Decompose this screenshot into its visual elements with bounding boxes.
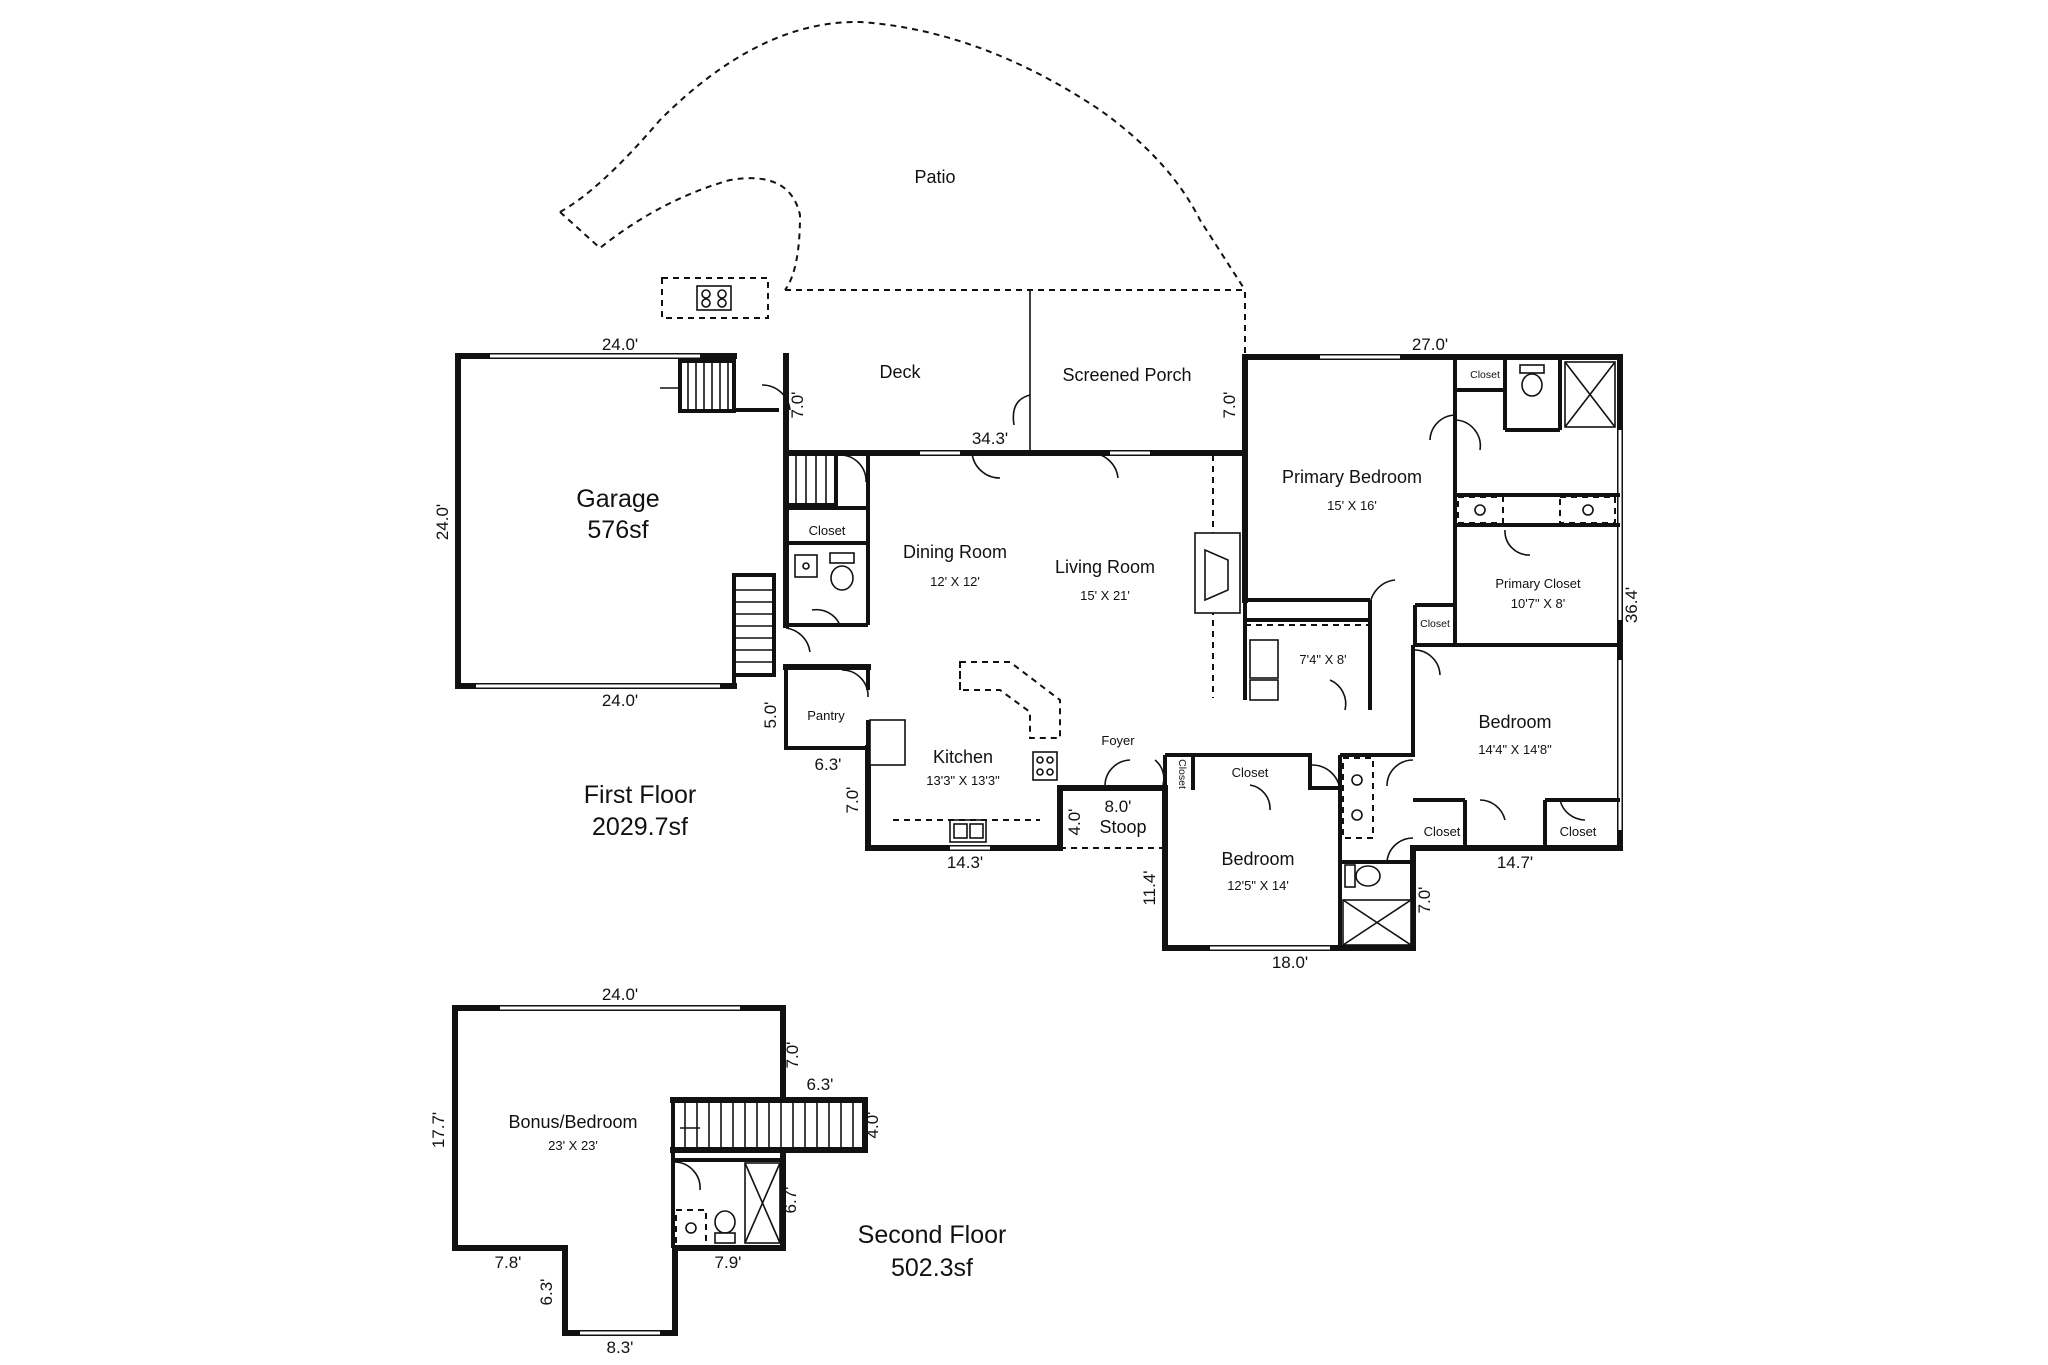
kitchen-size: 13'3" X 13'3" <box>926 773 1000 788</box>
living-room-size: 15' X 21' <box>1080 588 1130 603</box>
pantry-label: Pantry <box>807 708 845 723</box>
dim-bonus-notch: 7.0' <box>783 1042 802 1069</box>
bonus-label: Bonus/Bedroom <box>508 1112 637 1132</box>
sink-icon <box>685 1222 697 1234</box>
closet-label: Closet <box>1470 369 1500 381</box>
toilet-icon <box>1519 364 1545 397</box>
toilet-icon <box>829 552 855 591</box>
bedroom-south-size: 12'5" X 14' <box>1227 878 1289 893</box>
fridge-icon <box>869 719 906 766</box>
dim-stoop-depth: 4.0' <box>1065 809 1084 836</box>
grill-icon <box>696 285 732 311</box>
dining-room-size: 12' X 12' <box>930 574 980 589</box>
dim-kitchen-side: 7.0' <box>843 787 862 814</box>
primary-bedroom-label: Primary Bedroom <box>1282 467 1422 487</box>
primary-bedroom-size: 15' X 16' <box>1327 498 1377 513</box>
garage-area: 576sf <box>587 516 648 544</box>
kitchen-label: Kitchen <box>933 747 993 767</box>
dim-wing-top: 27.0' <box>1412 335 1448 354</box>
fixtures <box>794 361 1616 946</box>
patio-label: Patio <box>914 167 955 187</box>
bedroom-east-label: Bedroom <box>1478 712 1551 732</box>
dim-bonus-bottom-left: 7.8' <box>495 1253 522 1272</box>
dim-bonus-top: 24.0' <box>602 985 638 1004</box>
second-floor-walls <box>452 1005 868 1336</box>
dining-room-label: Dining Room <box>903 542 1007 562</box>
dim-kitchen-bottom: 14.3' <box>947 853 983 872</box>
toilet-icon <box>1344 864 1381 888</box>
living-room-label: Living Room <box>1055 557 1155 577</box>
foyer-label: Foyer <box>1101 733 1135 748</box>
garage-label: Garage <box>576 485 659 513</box>
garage-stairs <box>660 359 838 677</box>
dim-bath2-side: 6.7' <box>781 1187 800 1214</box>
dim-pantry-side: 5.0' <box>761 702 780 729</box>
primary-closet-label: Primary Closet <box>1495 576 1581 591</box>
dim-bonus-side: 17.7' <box>429 1112 448 1148</box>
dim-garage-bottom: 24.0' <box>602 691 638 710</box>
patio-area <box>559 20 1246 319</box>
dim-wing-side: 36.4' <box>1622 587 1641 623</box>
closet-label: Closet <box>1176 759 1188 789</box>
doors <box>761 384 1586 863</box>
closet-label: Closet <box>809 523 846 538</box>
dim-bonus-bottom: 8.3' <box>607 1338 634 1357</box>
sink-icon <box>1342 757 1374 839</box>
kitchen-sink-icon <box>949 819 987 843</box>
dim-pantry-bottom: 6.3' <box>815 755 842 774</box>
dim-bath-side: 7.0' <box>1415 887 1434 914</box>
dim-stair-top: 6.3' <box>807 1075 834 1094</box>
dimensions: 24.0' 24.0' 24.0' 7.0' 7.0' 34.3' 27.0' … <box>429 335 1641 1357</box>
sink-icon <box>1457 496 1504 524</box>
shower-icon <box>1564 361 1616 428</box>
dim-garage-side: 24.0' <box>433 504 452 540</box>
dim-stair-end: 4.0' <box>863 1112 882 1139</box>
sink-icon <box>794 554 818 578</box>
dim-bonus-lower-side: 6.3' <box>537 1279 556 1306</box>
primary-closet-size: 10'7" X 8' <box>1511 596 1565 611</box>
deck-label: Deck <box>879 362 921 382</box>
labels: Patio Deck Screened Porch Garage 576sf F… <box>508 167 1596 1282</box>
first-floor-walls <box>455 353 1623 951</box>
stoop-label: Stoop <box>1099 817 1146 837</box>
closet-label: Closet <box>1420 618 1450 630</box>
dim-deck-side: 7.0' <box>788 392 807 419</box>
shower-icon <box>1342 899 1412 946</box>
second-floor-label: Second Floor <box>858 1221 1007 1249</box>
toilet-icon <box>714 1210 736 1244</box>
second-floor-area: 502.3sf <box>891 1254 973 1282</box>
stove-icon <box>1032 751 1058 781</box>
dim-bedroom-side: 11.4' <box>1140 870 1159 905</box>
dim-bedroom-bottom: 18.0' <box>1272 953 1308 972</box>
first-floor-area: 2029.7sf <box>592 813 688 841</box>
closet-label: Closet <box>1232 765 1269 780</box>
first-floor-label: First Floor <box>584 781 697 809</box>
closet-label: Closet <box>1424 824 1461 839</box>
bedroom-east-size: 14'4" X 14'8" <box>1478 742 1552 757</box>
laundry-size: 7'4" X 8' <box>1299 652 1346 667</box>
dim-garage-top: 24.0' <box>602 335 638 354</box>
dim-house-top: 34.3' <box>972 429 1008 448</box>
deck-porch-outline <box>785 289 1246 453</box>
upper-stairs <box>680 1100 854 1150</box>
dim-bedrooms-bottom: 14.7' <box>1497 853 1533 872</box>
bonus-size: 23' X 23' <box>548 1138 598 1153</box>
bedroom-south-label: Bedroom <box>1221 849 1294 869</box>
screened-porch-label: Screened Porch <box>1062 365 1191 385</box>
closet-label: Closet <box>1560 824 1597 839</box>
dim-porch-side: 7.0' <box>1220 392 1239 419</box>
dim-bonus-bottom-mid: 7.9' <box>715 1253 742 1272</box>
sink-icon <box>1559 496 1616 524</box>
dim-stoop-width: 8.0' <box>1105 797 1132 816</box>
